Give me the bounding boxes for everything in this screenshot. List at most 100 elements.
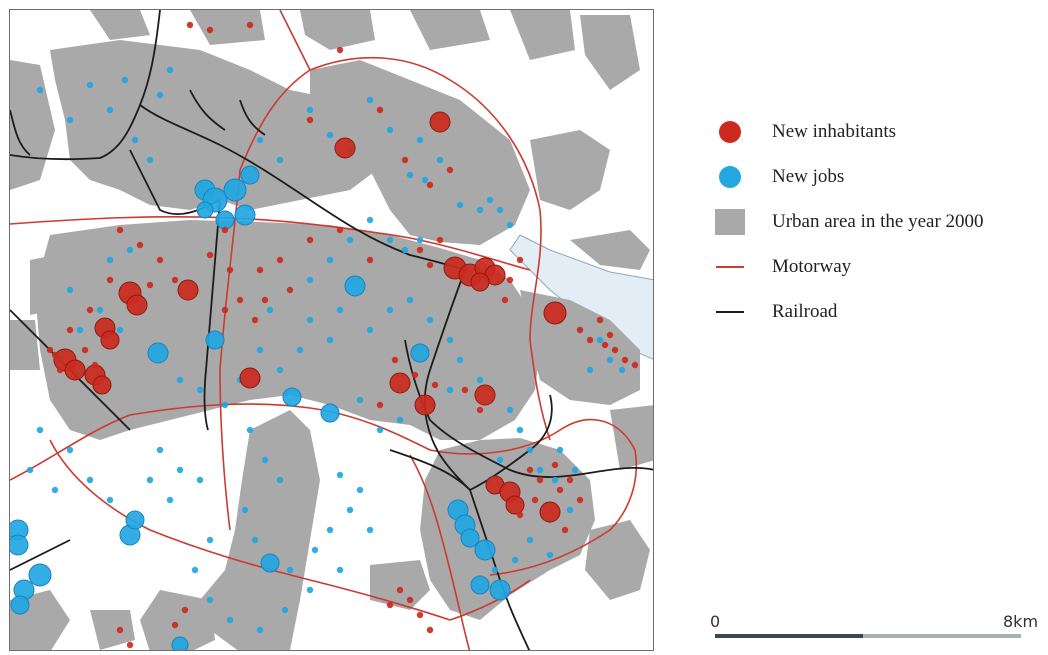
job-point	[196, 476, 204, 484]
job-point	[326, 526, 334, 534]
job-point	[456, 356, 464, 364]
legend-item-motorway: Motorway	[710, 247, 1040, 292]
inhabitant-point	[366, 256, 374, 264]
job-point	[36, 426, 44, 434]
inhabitant-point	[177, 279, 199, 301]
job-point	[401, 246, 409, 254]
inhabitant-point	[416, 246, 424, 254]
inhabitant-point	[261, 296, 269, 304]
inhabitant-point	[505, 495, 525, 515]
job-point	[356, 396, 364, 404]
job-point	[526, 446, 534, 454]
inhabitant-point	[586, 336, 594, 344]
job-point	[336, 306, 344, 314]
job-point	[66, 286, 74, 294]
job-point	[126, 246, 134, 254]
job-point	[306, 316, 314, 324]
job-point	[106, 256, 114, 264]
job-point	[156, 91, 164, 99]
inhabitant-point	[389, 372, 411, 394]
job-point	[276, 366, 284, 374]
inhabitant-point	[470, 272, 490, 292]
inhabitant-point	[611, 346, 619, 354]
inhabitant-point	[251, 316, 259, 324]
job-point	[116, 326, 124, 334]
job-point	[344, 275, 366, 297]
map-frame[interactable]	[9, 9, 654, 651]
job-point	[276, 156, 284, 164]
job-point	[286, 566, 294, 574]
urban-areas	[10, 10, 653, 650]
job-point	[221, 401, 229, 409]
new-inhabitants-points	[46, 21, 639, 649]
job-point	[366, 326, 374, 334]
inhabitant-point	[286, 286, 294, 294]
job-point	[306, 106, 314, 114]
inhabitant-point	[596, 316, 604, 324]
job-point	[260, 553, 280, 573]
job-point	[146, 156, 154, 164]
job-point	[226, 616, 234, 624]
job-point	[506, 406, 514, 414]
job-point	[320, 403, 340, 423]
job-point	[171, 636, 189, 650]
inhabitant-point	[86, 306, 94, 314]
job-point	[416, 236, 424, 244]
inhabitant-point	[516, 256, 524, 264]
job-point	[215, 210, 235, 230]
job-point	[121, 76, 129, 84]
inhabitant-point	[66, 326, 74, 334]
inhabitant-point	[576, 496, 584, 504]
inhabitant-point	[426, 626, 434, 634]
job-point	[470, 575, 490, 595]
inhabitant-point	[606, 331, 614, 339]
inhabitant-point	[64, 359, 86, 381]
inhabitant-point	[334, 137, 356, 159]
inhabitant-point	[126, 294, 148, 316]
inhabitant-point	[446, 166, 454, 174]
job-point	[256, 626, 264, 634]
job-point	[311, 546, 319, 554]
job-point	[241, 506, 249, 514]
legend-label-motorway: Motorway	[772, 256, 852, 277]
job-point	[386, 236, 394, 244]
job-point	[266, 306, 274, 314]
job-point	[376, 426, 384, 434]
job-point	[366, 526, 374, 534]
inhabitant-point	[221, 306, 229, 314]
legend-label-urban-area: Urban area in the year 2000	[772, 211, 984, 232]
inhabitant-point	[106, 276, 114, 284]
inhabitant-point	[526, 466, 534, 474]
inhabitant-point	[516, 511, 524, 519]
inhabitant-point	[551, 461, 559, 469]
job-point	[281, 606, 289, 614]
scale-segment-dark	[715, 634, 863, 638]
map-canvas[interactable]	[10, 10, 654, 651]
job-point	[261, 456, 269, 464]
job-point	[410, 343, 430, 363]
job-point	[10, 595, 30, 615]
job-point	[386, 126, 394, 134]
inhabitant-point	[476, 406, 484, 414]
job-point	[336, 566, 344, 574]
job-point	[206, 596, 214, 604]
job-point	[326, 256, 334, 264]
inhabitant-point	[100, 330, 120, 350]
black-line-icon	[716, 311, 744, 313]
job-point	[86, 81, 94, 89]
job-point	[571, 466, 579, 474]
inhabitant-point	[206, 26, 214, 34]
inhabitant-point	[601, 341, 609, 349]
legend-label-new-jobs: New jobs	[772, 166, 845, 187]
red-line-icon	[716, 266, 744, 268]
job-point	[421, 176, 429, 184]
scale-max-label: 8km	[1003, 612, 1039, 631]
inhabitant-point	[539, 501, 561, 523]
inhabitant-point	[576, 326, 584, 334]
scale-min-label: 0	[710, 612, 721, 631]
job-point	[28, 563, 52, 587]
inhabitant-point	[46, 346, 54, 354]
inhabitant-point	[501, 296, 509, 304]
job-point	[476, 206, 484, 214]
inhabitant-point	[631, 361, 639, 369]
